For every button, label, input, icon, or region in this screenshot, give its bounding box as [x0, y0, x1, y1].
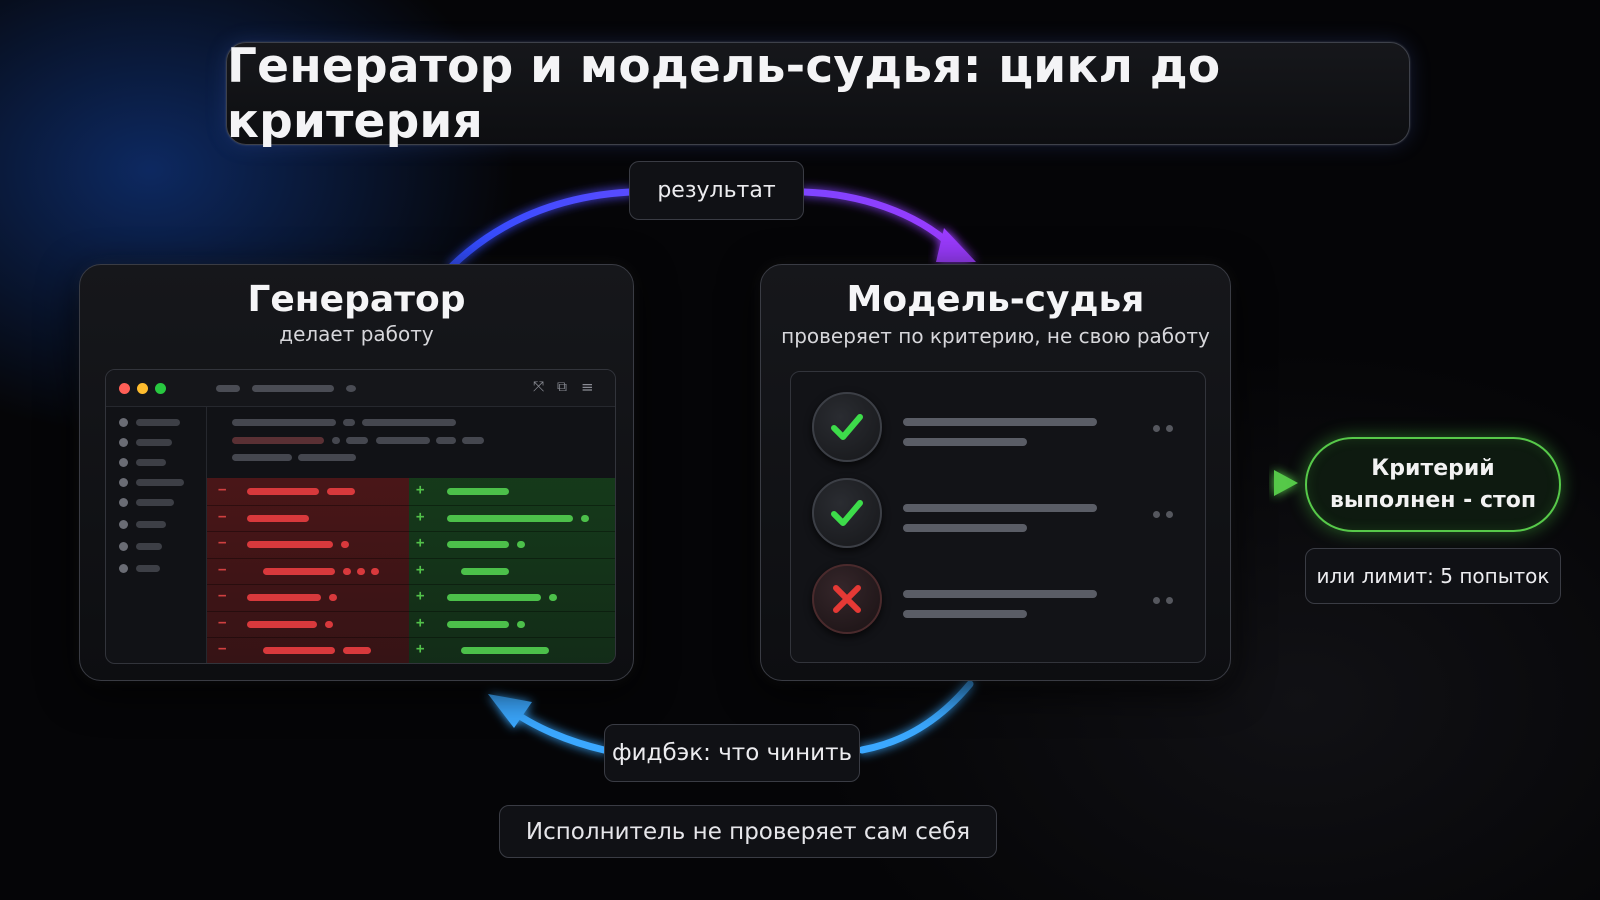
judge-subtitle: проверяет по критерию, не свою работу — [781, 324, 1210, 348]
close-dot-icon — [119, 383, 130, 394]
added-line-sign: + — [416, 641, 425, 657]
editor-sidebar — [106, 407, 207, 663]
removed-line-sign: − — [218, 614, 227, 631]
generator-card: Генератор делает работу ⤧ ⧉ ≡ — [79, 264, 634, 681]
toolbar-placeholder — [252, 385, 334, 392]
expand-icon: ⤧ — [533, 379, 545, 395]
minimize-dot-icon — [137, 383, 148, 394]
judge-title: Модель-судья — [846, 279, 1145, 320]
removed-line-sign: − — [218, 508, 227, 525]
diff-added-pane — [409, 478, 615, 663]
added-line-sign: + — [416, 508, 425, 525]
added-line-sign: + — [416, 588, 425, 604]
code-editor-window: ⤧ ⧉ ≡ − + − + − + − + − + − + − + — [105, 369, 616, 664]
removed-line-sign: − — [218, 641, 227, 657]
page-title: Генератор и модель-судья: цикл до критер… — [227, 38, 1221, 149]
result-label: результат — [629, 161, 804, 220]
feedback-label: фидбэк: что чинить — [604, 724, 860, 782]
bottom-arrowhead — [488, 694, 532, 728]
criteria-line-2: выполнен - стоп — [1329, 487, 1537, 513]
added-line-sign: + — [416, 561, 425, 578]
top-arrowhead — [936, 228, 976, 262]
criteria-met-badge: Критерий выполнен - стоп — [1305, 437, 1561, 532]
criteria-arrowhead — [1274, 470, 1298, 496]
judge-check-row — [791, 564, 1205, 650]
checkmark-icon — [812, 392, 882, 462]
criteria-line-1: Критерий — [1371, 455, 1495, 481]
added-line-sign: + — [416, 535, 425, 551]
judge-check-list — [790, 371, 1206, 663]
removed-line-sign: − — [218, 535, 227, 551]
added-line-sign: + — [416, 614, 425, 631]
toolbar-placeholder — [346, 385, 356, 392]
removed-line-sign: − — [218, 561, 227, 578]
removed-line-sign: − — [218, 588, 227, 604]
window-icon: ⧉ — [557, 379, 567, 395]
top-arc-arrow — [448, 188, 956, 270]
menu-icon: ≡ — [581, 378, 594, 396]
judge-card: Модель-судья проверяет по критерию, не с… — [760, 264, 1231, 681]
added-line-sign: + — [416, 482, 425, 498]
maximize-dot-icon — [155, 383, 166, 394]
footer-note: Исполнитель не проверяет сам себя — [499, 805, 997, 858]
generator-title: Генератор — [247, 279, 466, 320]
title-box: Генератор и модель-судья: цикл до критер… — [226, 39, 1410, 149]
toolbar-placeholder — [216, 385, 240, 392]
editor-toolbar: ⤧ ⧉ ≡ — [106, 370, 615, 407]
judge-check-row — [791, 392, 1205, 478]
cross-icon — [812, 564, 882, 634]
generator-subtitle: делает работу — [279, 322, 434, 346]
removed-line-sign: − — [218, 482, 227, 498]
attempt-limit-label: или лимит: 5 попыток — [1305, 548, 1561, 604]
judge-check-row — [791, 478, 1205, 564]
checkmark-icon — [812, 478, 882, 548]
